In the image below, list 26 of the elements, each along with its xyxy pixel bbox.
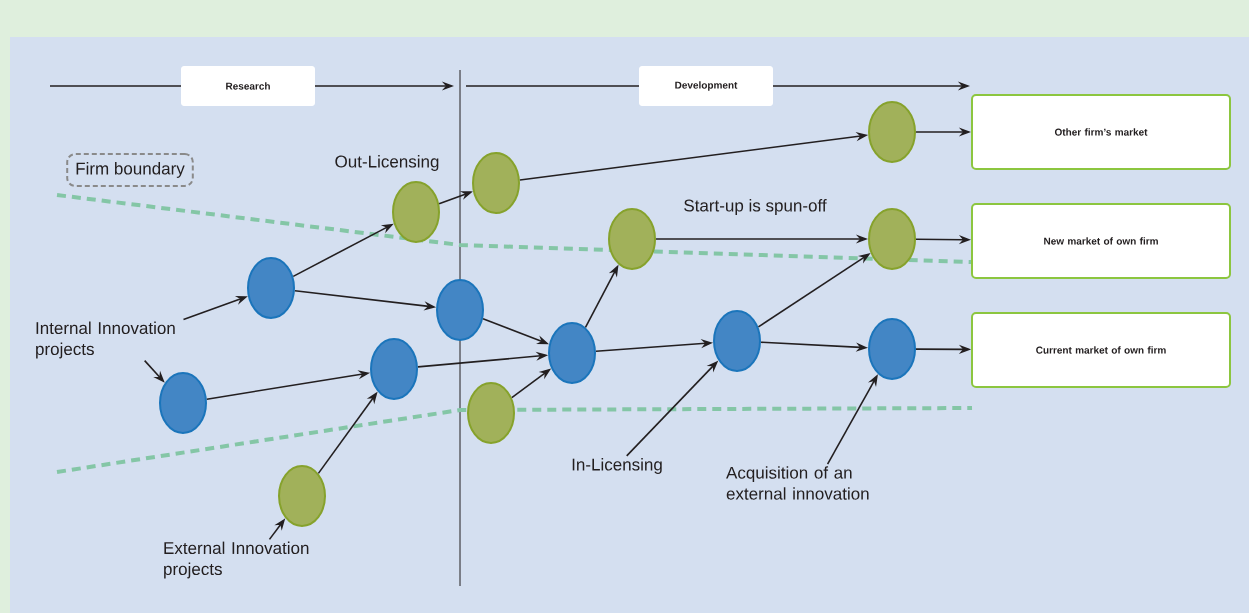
project-circle (713, 310, 761, 372)
market-box: Other firm’s market (971, 94, 1231, 170)
project-circle (278, 465, 326, 527)
project-circle (436, 279, 484, 341)
project-circle (608, 208, 656, 270)
project-circle (467, 382, 515, 444)
source-text: Internal Innovation projects (36, 321, 175, 359)
market-box: Current market of own firm (971, 312, 1231, 388)
project-circle (392, 181, 440, 243)
boundary-legend-box: Firm boundary (66, 153, 194, 187)
project-circle (370, 338, 418, 400)
annotation-text: Start-up is spun-off (684, 199, 827, 215)
phase-label-box: Development (639, 66, 773, 106)
project-circle (247, 257, 295, 319)
project-circle (159, 372, 207, 434)
project-circle (868, 318, 916, 380)
source-text: Acquisition of an external innovation (726, 466, 869, 500)
project-circle (868, 208, 916, 270)
phase-label-box: Research (181, 66, 315, 106)
source-text: In-Licensing (572, 458, 662, 474)
project-circle (868, 101, 916, 163)
project-circle (548, 322, 596, 384)
project-circle (472, 152, 520, 214)
annotation-text: Out-Licensing (335, 155, 439, 171)
market-box: New market of own firm (971, 203, 1231, 279)
source-text: External Innovation projects (164, 541, 309, 579)
